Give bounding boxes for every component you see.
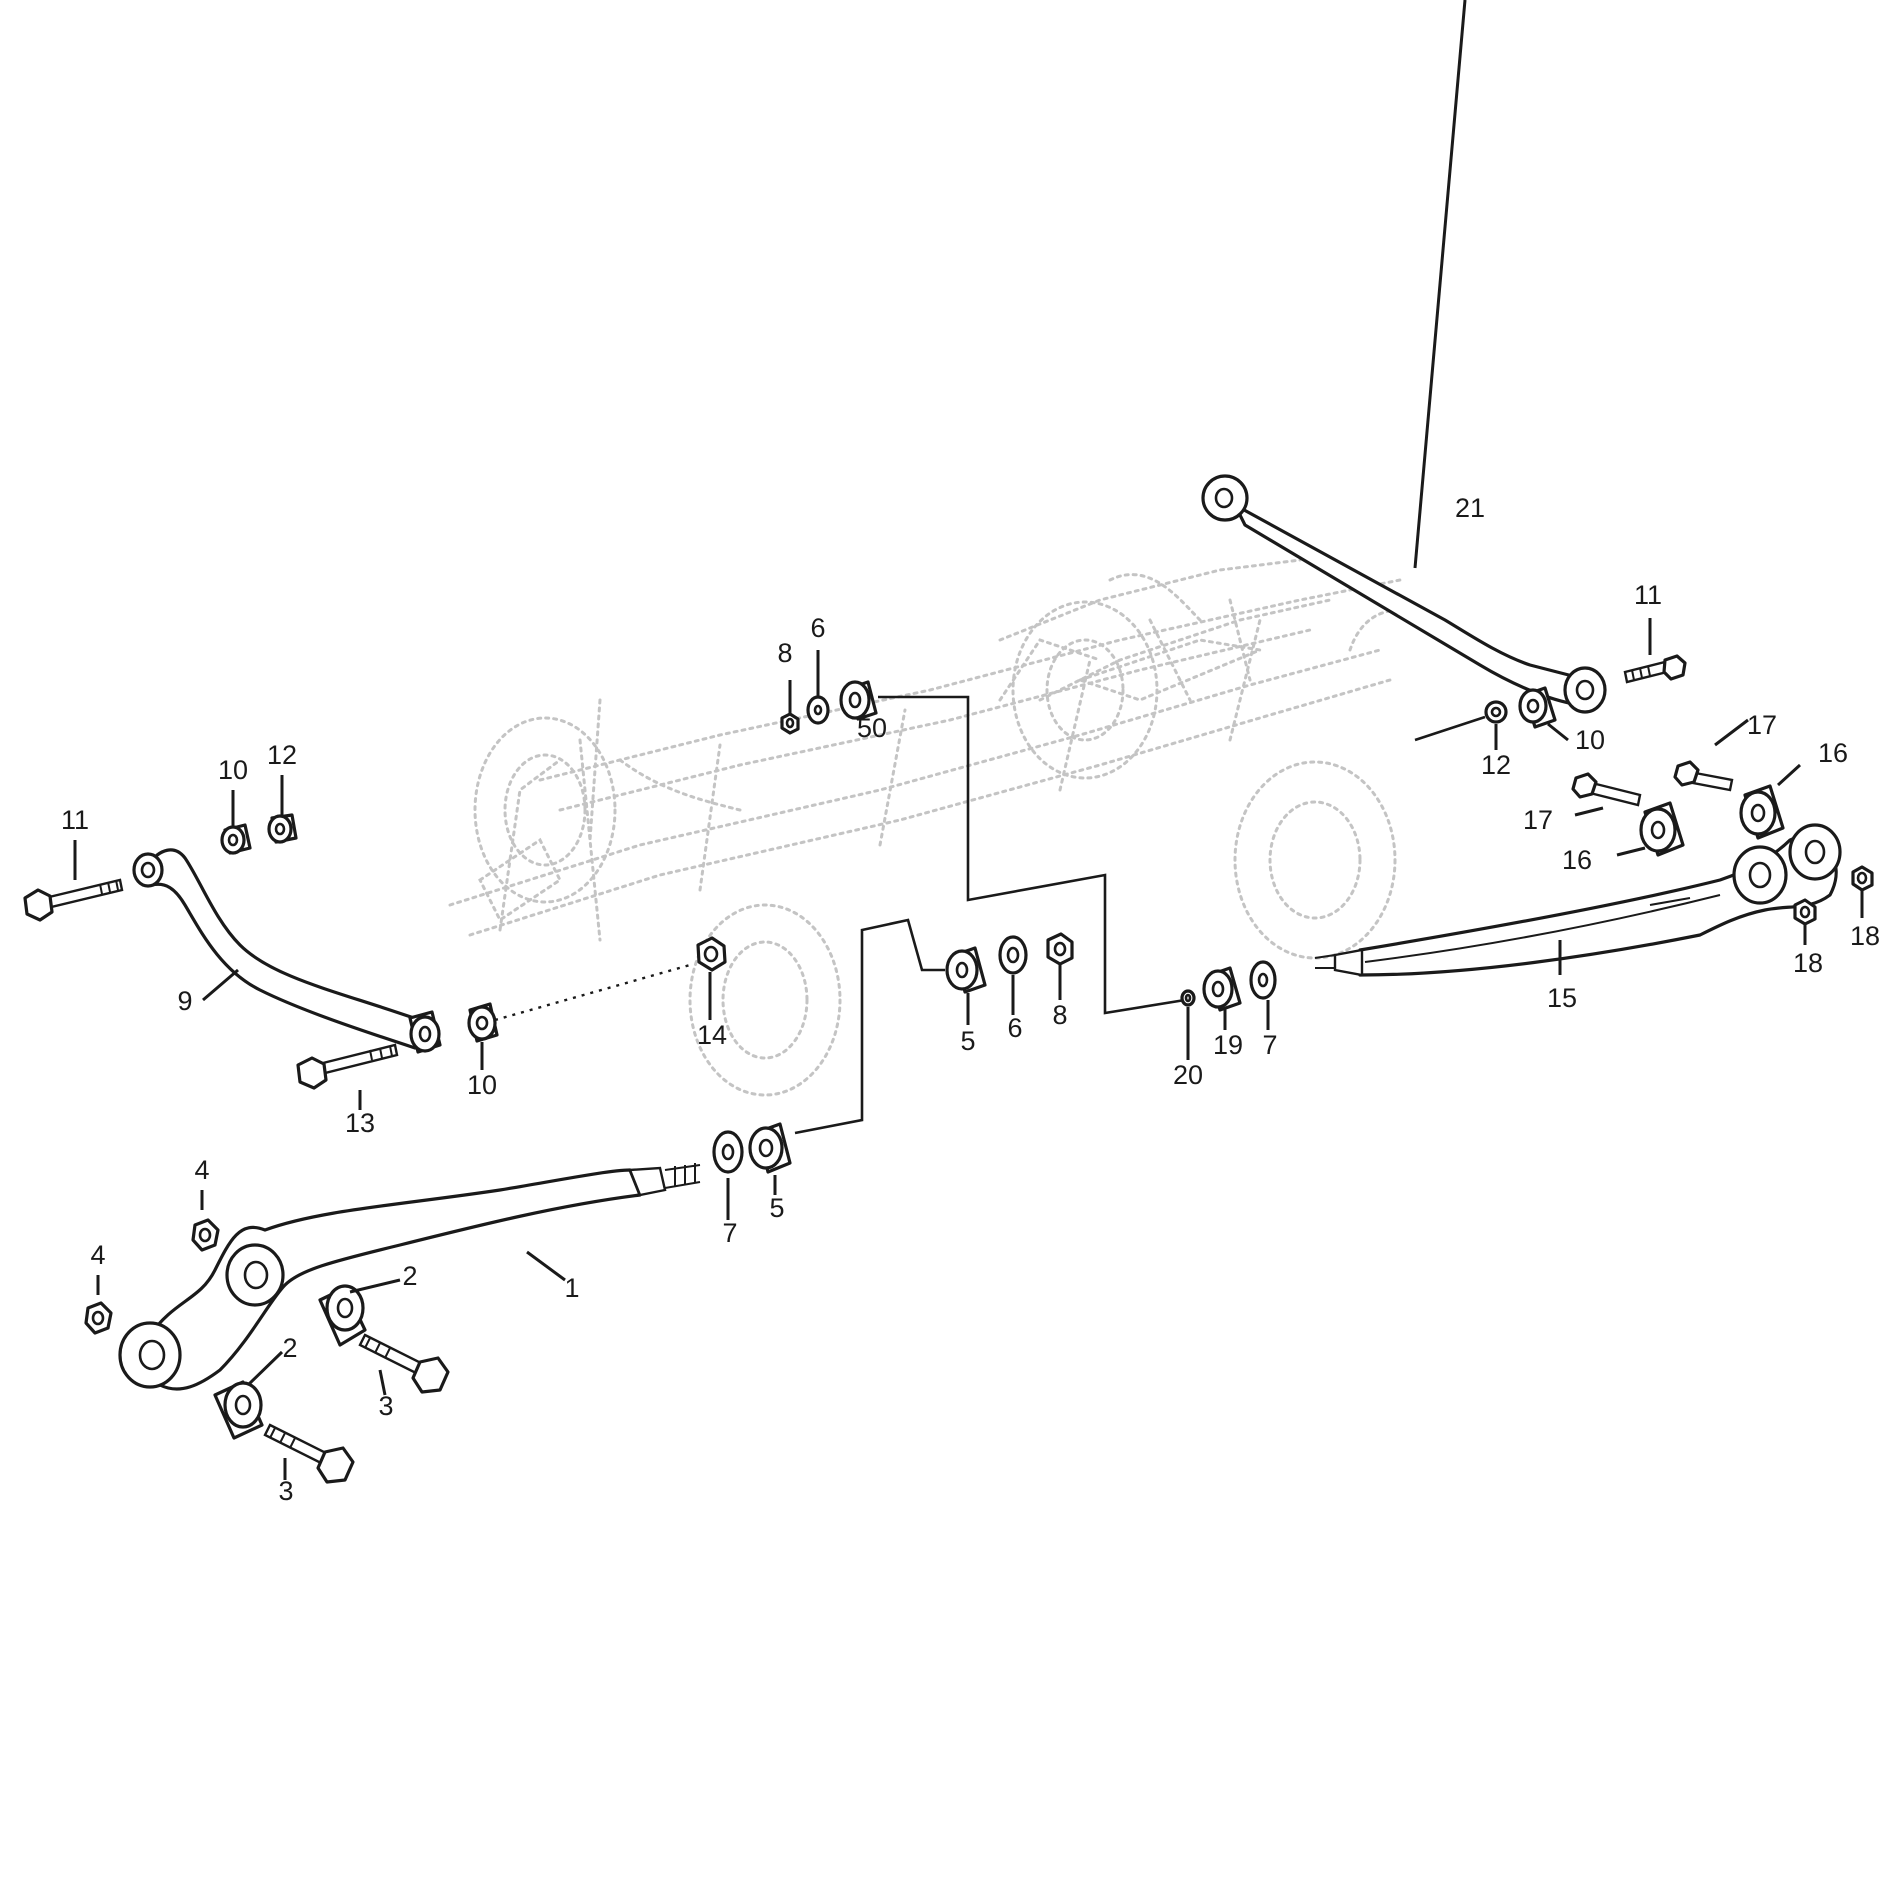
- part-18-nut-right: [1851, 865, 1874, 892]
- leader-lines: [73, 0, 1864, 1480]
- connector-12-to-frame: [1414, 715, 1486, 742]
- connector-50-to-frame: [878, 695, 1186, 1015]
- part-2-bushing-upper: [318, 1284, 367, 1347]
- part-2-bushing-lower: [213, 1380, 264, 1440]
- callout-8-center: 8: [1052, 1000, 1067, 1030]
- part-7-washer-front: [712, 1130, 744, 1174]
- part-17-bolt-right: [1673, 760, 1734, 792]
- callout-6-top: 6: [810, 613, 825, 643]
- part-5-bushing-center: [945, 946, 987, 994]
- part-20-nut: [1180, 989, 1196, 1007]
- part-16-bushing-right: [1739, 784, 1785, 840]
- part-17-bolt-left: [1571, 772, 1642, 807]
- callout-4-upper: 4: [194, 1155, 209, 1185]
- callout-9: 9: [177, 986, 192, 1016]
- part-6-washer-top: [806, 695, 830, 725]
- callout-10-upper-left: 10: [218, 755, 248, 785]
- part-8-nut-center: [1046, 932, 1074, 966]
- callout-21: 21: [1455, 493, 1485, 523]
- part-4-nut-lower: [84, 1301, 113, 1335]
- connector-5-to-frame: [794, 918, 945, 1135]
- part-12-bushing-left-upper: [267, 813, 298, 844]
- callout-18-left: 18: [1793, 948, 1823, 978]
- part-10-bushing-center: [467, 1002, 499, 1043]
- part-16-bushing-left: [1639, 801, 1685, 857]
- part-11-bolt-left: [23, 878, 124, 922]
- callout-11-left: 11: [61, 805, 89, 835]
- part-50-bushing-top: [839, 680, 878, 721]
- callout-13: 13: [345, 1108, 375, 1138]
- callout-2-lower: 2: [282, 1333, 297, 1363]
- part-18-nut-left: [1793, 898, 1817, 926]
- callout-5-center: 5: [960, 1026, 975, 1056]
- part-10-bushing-left-upper: [220, 823, 252, 855]
- callout-17-lower: 17: [1523, 805, 1553, 835]
- part-4-nut-upper: [191, 1218, 220, 1252]
- callout-19: 19: [1213, 1030, 1243, 1060]
- part-8-nut-top: [780, 712, 800, 735]
- part-1-lower-control-arm: [118, 1163, 701, 1391]
- callout-1: 1: [564, 1273, 579, 1303]
- callout-3-upper: 3: [378, 1391, 393, 1421]
- callout-15: 15: [1547, 983, 1577, 1013]
- part-3-bolt-upper: [358, 1333, 450, 1394]
- callout-11-right: 11: [1634, 580, 1662, 610]
- callout-10-right: 10: [1575, 725, 1605, 755]
- callout-16-upper: 16: [1818, 738, 1848, 768]
- callout-17-upper: 17: [1747, 710, 1777, 740]
- connection-lines: [494, 695, 1486, 1135]
- part-19-bushing: [1202, 966, 1242, 1012]
- part-11-bolt-right: [1623, 654, 1687, 684]
- part-15-lower-arm-right: [1314, 823, 1842, 977]
- callout-4-lower: 4: [90, 1240, 105, 1270]
- callout-5-front: 5: [769, 1193, 784, 1223]
- callout-7-front: 7: [722, 1218, 737, 1248]
- callout-8-top: 8: [777, 638, 792, 668]
- callout-2-upper: 2: [402, 1261, 417, 1291]
- callout-50: 50: [857, 713, 887, 743]
- part-5-bushing-front: [748, 1122, 792, 1174]
- part-12-nut-right: [1484, 700, 1508, 724]
- callout-18-right: 18: [1850, 921, 1880, 951]
- part-14-nut-center: [696, 936, 727, 972]
- connector-10-to-14: [494, 963, 691, 1022]
- part-10-bushing-right: [1518, 686, 1557, 729]
- part-6-washer-center: [998, 935, 1028, 975]
- callout-12-right: 12: [1481, 750, 1511, 780]
- part-21-upper-link: [1201, 474, 1607, 714]
- callout-20: 20: [1173, 1060, 1203, 1090]
- callout-7-right: 7: [1262, 1030, 1277, 1060]
- callout-14: 14: [697, 1020, 727, 1050]
- part-9-curved-link: [132, 848, 442, 1054]
- part-7-washer-right: [1249, 960, 1277, 1000]
- callout-numbers: 1 2 2 3 3 4 4 7 5 9 10 12 11 13 10 14 5 …: [61, 493, 1880, 1506]
- part-3-bolt-lower: [263, 1423, 355, 1484]
- part-13-bolt-left: [296, 1043, 399, 1090]
- chassis-frame-ghost: [448, 558, 1402, 1097]
- callout-16-lower: 16: [1562, 845, 1592, 875]
- callout-3-lower: 3: [278, 1476, 293, 1506]
- callout-6-center: 6: [1007, 1013, 1022, 1043]
- callout-12-upper-left: 12: [267, 740, 297, 770]
- callout-10-center: 10: [467, 1070, 497, 1100]
